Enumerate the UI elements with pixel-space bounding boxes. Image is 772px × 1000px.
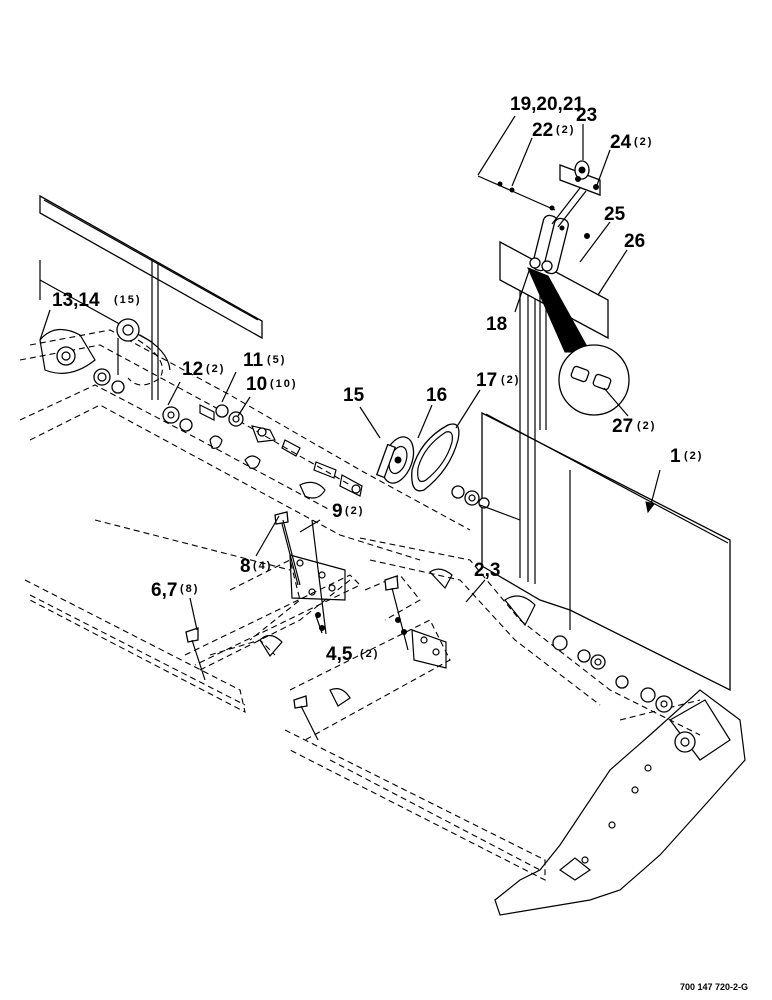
callout-4-5: 4,5 [326,644,353,665]
left-header-frame [19,318,471,714]
callout-8: 8 [240,556,251,577]
callout-labels: 1 (2) 2,3 4,5 (2) 6,7 (8) 8 (4) 9 (2) 10… [52,94,748,992]
callout-22: 22 [532,120,553,141]
callout-2-3: 2,3 [474,560,500,581]
callout-26: 26 [624,231,645,252]
callout-11: 11 [243,350,264,371]
callout-6-7-qty: (8) [180,583,199,595]
callout-27-qty: (2) [637,420,656,432]
callout-15: 15 [343,385,365,406]
callout-4-5-qty: (2) [360,648,379,660]
callout-18: 18 [486,314,507,335]
callout-10-qty: (10) [270,378,298,390]
callout-13-14-qty: (15) [114,294,142,306]
callout-6-7: 6,7 [151,580,177,601]
callout-16: 16 [426,385,447,406]
callout-24: 24 [610,132,632,153]
callout-11-qty: (5) [267,354,286,366]
callout-23: 23 [576,105,597,126]
callout-8-qty: (4) [253,560,272,572]
right-header-frame [284,537,746,916]
callout-17-qty: (2) [501,374,520,386]
callout-13-14: 13,14 [52,290,100,311]
drive-pulley-and-belt [375,423,521,521]
idler-arm-assembly [477,160,601,275]
callout-22-qty: (2) [556,124,575,136]
callout-27: 27 [612,416,633,437]
left-shield-panel [39,194,263,400]
callout-10: 10 [246,374,267,395]
callout-24-qty: (2) [634,136,653,148]
drawing-code: 700 147 720-2-G [680,982,748,992]
callout-17: 17 [476,370,497,391]
callout-1: 1 [670,446,681,467]
callout-19-20-21: 19,20,21 [510,94,584,115]
callout-1-qty: (2) [684,450,703,462]
callout-9-qty: (2) [345,505,364,517]
callout-12-qty: (2) [206,363,225,375]
callout-12: 12 [182,359,203,380]
right-shield-panel [481,240,731,692]
callout-25: 25 [604,204,626,225]
callout-9: 9 [332,501,343,522]
leader-lines [39,115,661,634]
